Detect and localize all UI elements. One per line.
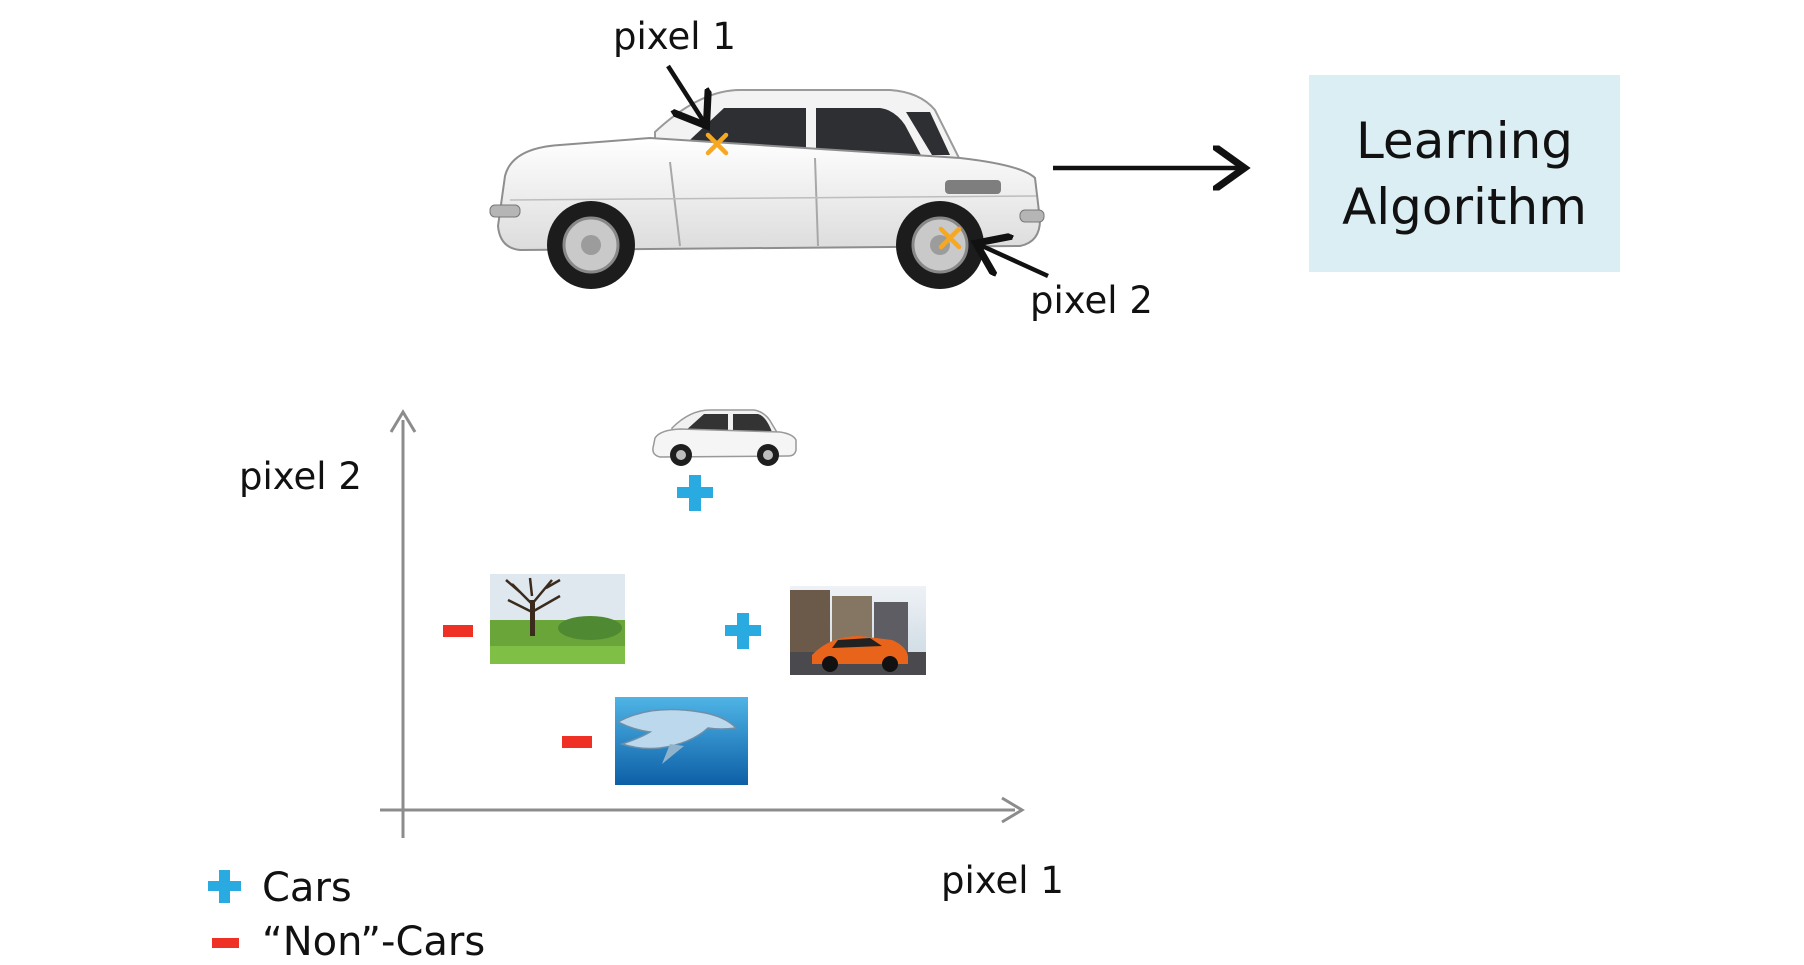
minus-marker — [562, 736, 592, 748]
y-axis-label: pixel 2 — [239, 455, 362, 498]
algorithm-box-line-2: Algorithm — [1342, 177, 1587, 236]
sample-image-sports-car — [790, 586, 926, 675]
pixel-1-label: pixel 1 — [613, 15, 736, 58]
pixel-2-marker — [938, 226, 962, 250]
sample-image-small-car — [652, 409, 797, 466]
pixel-2-pointer-arrow — [980, 245, 1049, 279]
algorithm-box-line-1: Learning — [1355, 111, 1574, 170]
legend-plus-marker — [208, 870, 241, 903]
legend-minus-marker — [212, 938, 239, 948]
car-image-large — [489, 89, 1045, 289]
plot-axes — [380, 409, 1025, 838]
legend-noncars-label: “Non”-Cars — [262, 919, 486, 965]
pixel-1-pointer-arrow — [666, 64, 704, 122]
pixel-1-marker — [705, 132, 729, 156]
plus-marker — [677, 475, 713, 511]
x-axis-label: pixel 1 — [941, 859, 1064, 902]
sample-image-tree — [490, 574, 625, 664]
learning-algorithm-box: Learning Algorithm — [1309, 75, 1620, 272]
legend-cars-label: Cars — [262, 865, 352, 911]
pixel-2-label: pixel 2 — [1030, 279, 1153, 322]
minus-marker — [443, 625, 473, 637]
sample-image-dolphin — [615, 697, 748, 785]
plus-marker — [725, 613, 761, 649]
